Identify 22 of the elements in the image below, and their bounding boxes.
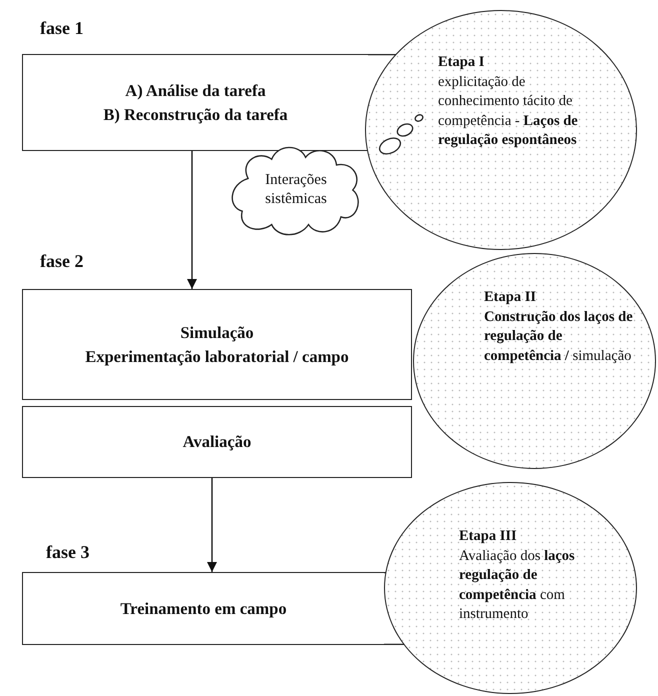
arrow xyxy=(207,478,217,572)
step-label: Treinamento em campo xyxy=(120,598,287,620)
phase-box xyxy=(22,406,412,478)
phase-label: fase 1 xyxy=(40,18,84,39)
stage-title: Etapa III xyxy=(459,527,518,546)
arrow xyxy=(187,151,197,289)
stage-description: Avaliação dos laços regulação de competência com instrumento xyxy=(459,546,576,624)
stage-title: Etapa I xyxy=(438,53,486,72)
phase-box xyxy=(22,54,368,151)
phase-box xyxy=(22,289,412,400)
step-label: Experimentação laboratorial / campo xyxy=(85,346,349,368)
phase-box xyxy=(22,572,384,645)
cloud-label: Interações sistêmicas xyxy=(264,171,328,209)
step-label: Avaliação xyxy=(182,431,252,454)
stage-description: Construção dos laços de regulação de competência / simulação xyxy=(484,308,634,366)
step-label: A) Análise da tarefa xyxy=(125,80,266,102)
phase-label: fase 2 xyxy=(40,251,84,272)
stage-description: explicitação de conhecimento tácito de competência - Laços de regulação espontâneos xyxy=(438,72,579,150)
step-label: Simulação xyxy=(180,322,254,344)
stage-title: Etapa II xyxy=(484,288,537,307)
phase-label: fase 3 xyxy=(46,542,90,563)
step-label: B) Reconstrução da tarefa xyxy=(103,104,288,126)
